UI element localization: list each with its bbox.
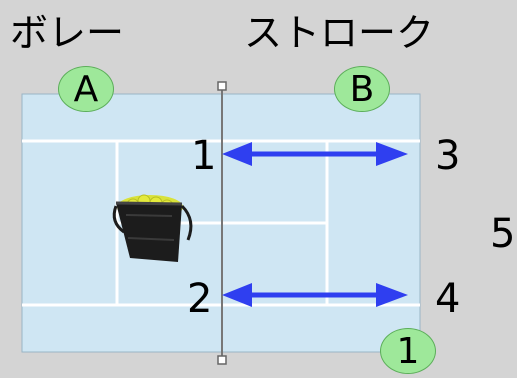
stroke-title: ストローク [244,11,435,55]
position-2-label: 2 [187,276,213,322]
player-a-badge[interactable]: A [58,66,114,112]
net-handle-bottom[interactable] [217,355,227,365]
position-4-label: 4 [435,276,461,322]
arrow-1-3 [222,142,408,166]
position-3-label: 3 [435,133,461,179]
position-1-label: 1 [191,133,217,179]
player-1-badge[interactable]: 1 [380,328,436,374]
position-5-label: 5 [490,211,516,257]
player-b-badge[interactable]: B [334,66,390,112]
arrow-2-4 [222,283,408,307]
ball-basket-icon [112,194,193,262]
net-handle-top[interactable] [217,81,227,91]
volley-title: ボレー [10,11,125,55]
